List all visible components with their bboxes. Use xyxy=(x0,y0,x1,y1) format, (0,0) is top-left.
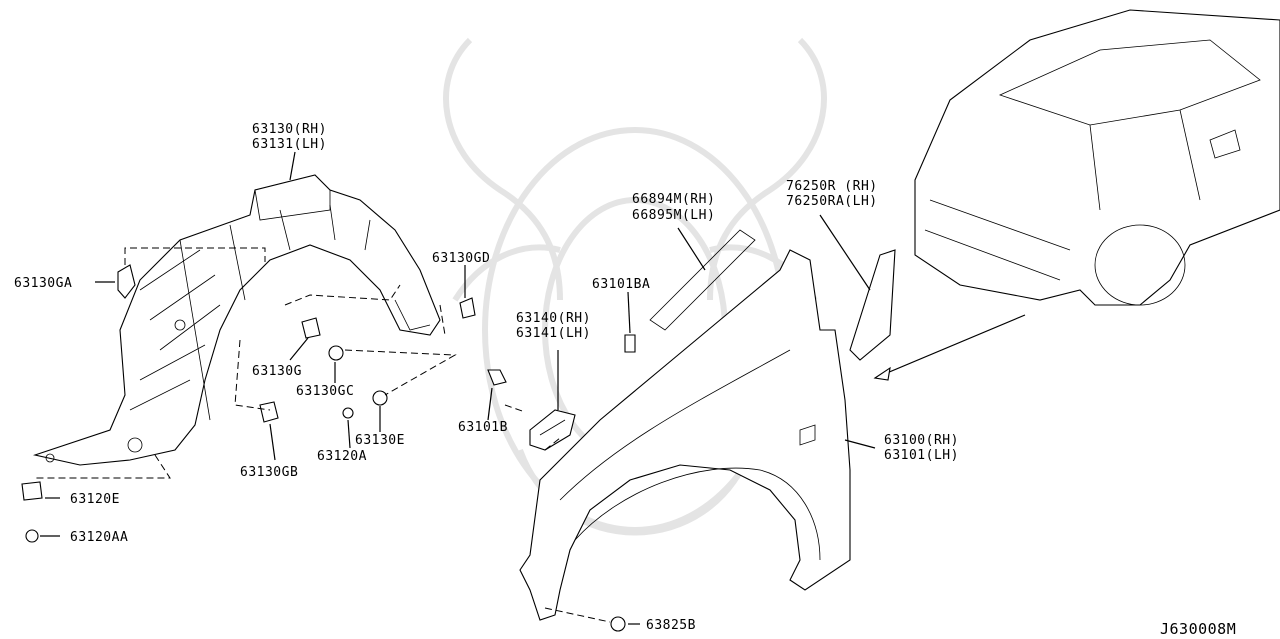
label-63141: 63141(LH) xyxy=(516,326,591,341)
assembly-guides xyxy=(35,247,611,623)
label-63101BA: 63101BA xyxy=(592,277,650,292)
front-fender-part[interactable] xyxy=(519,229,851,621)
label-63100: 63100(RH) xyxy=(884,433,959,448)
label-63130GA: 63130GA xyxy=(14,276,72,291)
label-63130GB: 63130GB xyxy=(240,465,298,480)
label-63120A: 63120A xyxy=(317,449,367,464)
leader-lines xyxy=(40,151,1026,625)
fender-protector-part[interactable] xyxy=(849,249,896,361)
label-63130G: 63130G xyxy=(252,364,302,379)
bolt-63101BA xyxy=(624,334,636,353)
clip-63130E xyxy=(372,390,388,406)
bolt-63120AA xyxy=(25,529,39,543)
clip-63130GB xyxy=(259,401,279,423)
clip-63130GA xyxy=(117,264,136,299)
label-63130E: 63130E xyxy=(355,433,405,448)
clip-63825B xyxy=(610,616,626,632)
label-76250RA: 76250RA(LH) xyxy=(786,194,878,209)
label-63120AA: 63120AA xyxy=(70,530,128,545)
part-labels: 63130(RH) 63131(LH) 63130GA 63130GD 6313… xyxy=(14,122,1236,638)
fender-bracket-part[interactable] xyxy=(529,409,576,451)
label-66895M: 66895M(LH) xyxy=(632,208,715,223)
clip-63130GC xyxy=(328,345,344,361)
bolt-63101B xyxy=(487,369,507,386)
label-63120E: 63120E xyxy=(70,492,120,507)
wheel-liner-part[interactable] xyxy=(32,174,441,466)
fasteners xyxy=(21,264,636,632)
label-63131: 63131(LH) xyxy=(252,137,327,152)
bolt-63120A xyxy=(342,407,354,419)
label-63130GC: 63130GC xyxy=(296,384,354,399)
label-63101B: 63101B xyxy=(458,420,508,435)
label-63130GD: 63130GD xyxy=(432,251,490,266)
clip-63130G xyxy=(301,317,321,339)
label-63825B: 63825B xyxy=(646,618,696,633)
clip-63130GD xyxy=(459,297,476,319)
label-63140: 63140(RH) xyxy=(516,311,591,326)
label-66894M: 66894M(RH) xyxy=(632,192,715,207)
label-76250R: 76250R (RH) xyxy=(786,179,878,194)
vehicle-illustration xyxy=(914,9,1280,306)
nut-63120E xyxy=(21,481,43,501)
label-63130: 63130(RH) xyxy=(252,122,327,137)
diagram-code: J630008M xyxy=(1160,620,1236,638)
label-63101: 63101(LH) xyxy=(884,448,959,463)
